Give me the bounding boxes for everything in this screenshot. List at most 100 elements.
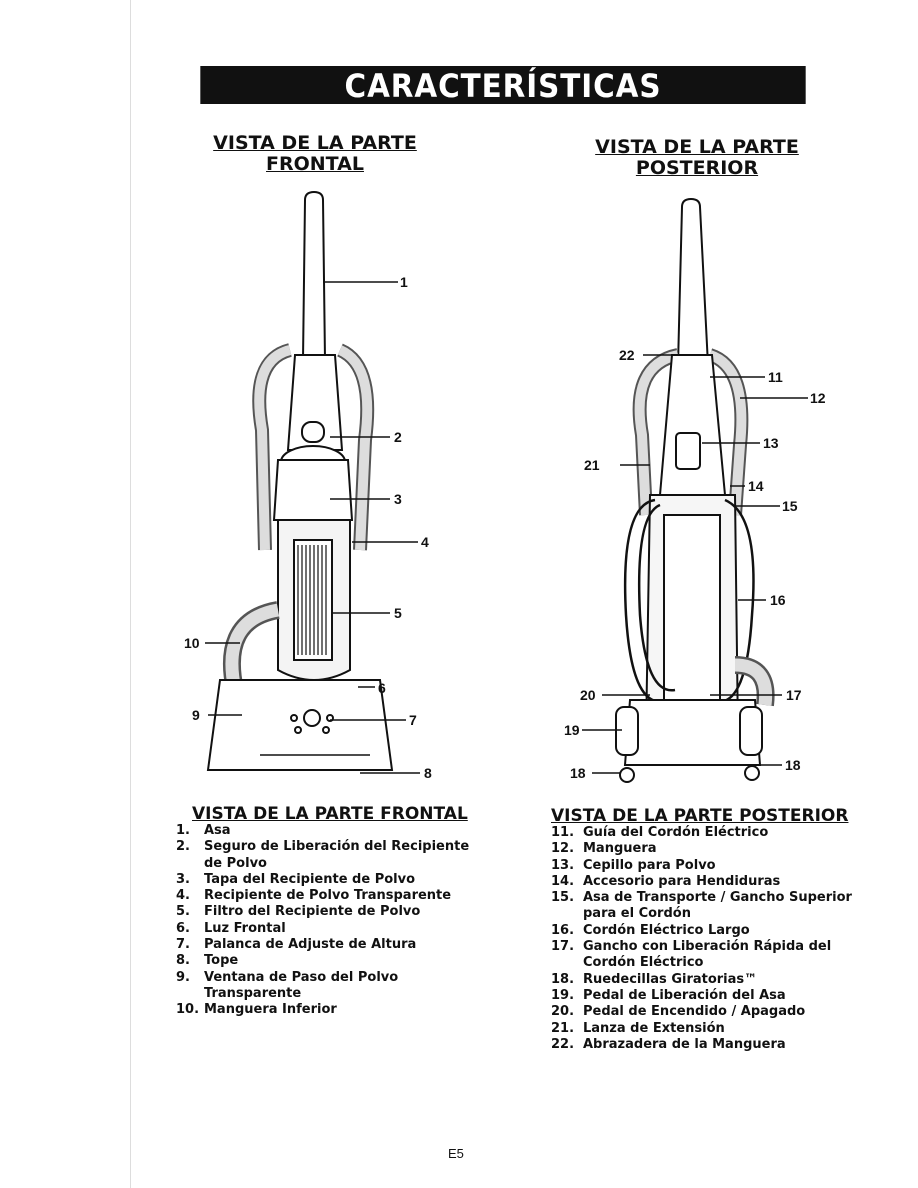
list-item: 1. Asa bbox=[176, 823, 476, 839]
item-text: Manguera bbox=[583, 841, 657, 857]
item-number: 18. bbox=[551, 971, 575, 987]
item-text: Tapa del Recipiente de Polvo bbox=[204, 871, 416, 887]
list-item: 13. Cepillo para Polvo bbox=[551, 858, 871, 874]
list-item: 18. Ruedecillas Giratorias™ bbox=[551, 972, 871, 988]
callout-17: 17 bbox=[786, 687, 802, 703]
item-text: Ruedecillas Giratorias™ bbox=[583, 971, 758, 987]
front-parts-list: 1. Asa 2. Seguro de Liberación del Recipie… bbox=[176, 823, 476, 1019]
item-text: Ventana de Paso del Polvo Transparente bbox=[204, 969, 399, 1001]
item-number: 7. bbox=[176, 937, 190, 953]
callout-1: 1 bbox=[400, 274, 408, 290]
list-item: 11. Guía del Cordón Eléctrico bbox=[551, 825, 871, 841]
item-text: Manguera Inferior bbox=[204, 1002, 337, 1018]
item-number: 16. bbox=[551, 922, 575, 938]
item-text: Luz Frontal bbox=[204, 920, 286, 936]
callout-4: 4 bbox=[421, 534, 429, 550]
item-number: 1. bbox=[176, 823, 190, 838]
front-heading-line1: VISTA DE LA PARTE bbox=[213, 132, 417, 154]
rear-parts-list: 11. Guía del Cordón Eléctrico 12. Manguera… bbox=[551, 825, 871, 1053]
item-text: Gancho con Liberación Rápida del Cordón … bbox=[583, 939, 832, 971]
callout-22: 22 bbox=[619, 347, 635, 363]
page-title-banner: CARACTERÍSTICAS bbox=[200, 66, 806, 105]
front-heading-line2: FRONTAL bbox=[266, 153, 364, 175]
item-text: Lanza de Extensión bbox=[583, 1020, 725, 1036]
front-view-diagram: 1 2 3 4 5 6 7 8 9 10 bbox=[184, 190, 432, 781]
list-item: 21. Lanza de Extensión bbox=[551, 1021, 871, 1037]
item-number: 3. bbox=[176, 871, 190, 887]
list-item: 4. Recipiente de Polvo Transparente bbox=[176, 888, 476, 904]
item-text: Cepillo para Polvo bbox=[583, 857, 716, 873]
item-number: 12. bbox=[551, 841, 575, 857]
list-item: 15.Asa de Transporte / Gancho Superior p… bbox=[551, 890, 871, 923]
callout-21: 21 bbox=[584, 457, 600, 473]
callout-11: 11 bbox=[768, 369, 783, 385]
callout-19: 19 bbox=[564, 722, 580, 738]
item-text: Pedal de Encendido / Apagado bbox=[583, 1004, 806, 1020]
list-item: 14.Accesorio para Hendiduras bbox=[551, 874, 871, 890]
front-view-heading: VISTA DE LA PARTE FRONTAL bbox=[200, 133, 430, 175]
item-number: 10. bbox=[176, 1002, 200, 1018]
callout-5: 5 bbox=[394, 605, 402, 621]
callout-18-left: 18 bbox=[570, 765, 586, 781]
item-number: 11. bbox=[551, 825, 575, 840]
item-text: Palanca de Adjuste de Altura bbox=[204, 937, 417, 953]
rear-view-diagram: 22 11 12 13 21 14 15 16 17 20 19 18 18 bbox=[564, 197, 826, 783]
list-item: 20. Pedal de Encendido / Apagado bbox=[551, 1004, 871, 1020]
list-item: 19. Pedal de Liberación del Asa bbox=[551, 988, 871, 1004]
item-number: 20. bbox=[551, 1004, 575, 1020]
list-item: 6. Luz Frontal bbox=[176, 921, 476, 937]
page-margin-line bbox=[130, 0, 131, 1188]
item-text: Filtro del Recipiente de Polvo bbox=[204, 904, 421, 920]
item-text: Abrazadera de la Manguera bbox=[583, 1036, 786, 1052]
list-item: 5. Filtro del Recipiente de Polvo bbox=[176, 904, 476, 920]
list-item: 7. Palanca de Adjuste de Altura bbox=[176, 937, 476, 953]
item-text: Pedal de Liberación del Asa bbox=[583, 987, 786, 1003]
item-number: 2. bbox=[176, 839, 190, 855]
item-text: Asa bbox=[204, 823, 231, 838]
callout-6: 6 bbox=[378, 680, 386, 696]
callout-7: 7 bbox=[409, 712, 417, 728]
callout-9: 9 bbox=[192, 707, 200, 723]
list-item: 8. Tope bbox=[176, 953, 476, 969]
rear-heading-line1: VISTA DE LA PARTE bbox=[595, 136, 799, 158]
rear-heading-line2: POSTERIOR bbox=[635, 157, 759, 179]
item-number: 8. bbox=[176, 953, 190, 969]
callout-16: 16 bbox=[770, 592, 786, 608]
item-text: Cordón Eléctrico Largo bbox=[583, 922, 750, 938]
item-number: 14. bbox=[551, 873, 575, 889]
callout-3: 3 bbox=[394, 491, 402, 507]
item-number: 5. bbox=[176, 904, 190, 920]
item-text: Asa de Transporte / Gancho Superior para… bbox=[583, 890, 852, 922]
list-item: 10.Manguera Inferior bbox=[176, 1002, 476, 1018]
callout-8: 8 bbox=[424, 765, 432, 781]
item-number: 21. bbox=[551, 1020, 575, 1036]
list-item: 3. Tapa del Recipiente de Polvo bbox=[176, 872, 476, 888]
item-number: 17. bbox=[551, 939, 575, 955]
callout-15: 15 bbox=[782, 498, 798, 514]
item-text: Guía del Cordón Eléctrico bbox=[583, 825, 769, 840]
callout-18-right: 18 bbox=[785, 757, 801, 773]
callout-2: 2 bbox=[394, 429, 402, 445]
list-item: 17. Gancho con Liberación Rápida del Cord… bbox=[551, 939, 871, 972]
item-text: Seguro de Liberación del Recipiente de P… bbox=[204, 839, 470, 871]
callout-20: 20 bbox=[580, 687, 596, 703]
rear-view-heading: VISTA DE LA PARTE POSTERIOR bbox=[582, 137, 812, 179]
page-number: E5 bbox=[448, 1146, 464, 1161]
item-number: 19. bbox=[551, 987, 575, 1003]
item-number: 4. bbox=[176, 888, 190, 904]
front-list-title: VISTA DE LA PARTE FRONTAL bbox=[192, 804, 468, 824]
list-item: 16. Cordón Eléctrico Largo bbox=[551, 923, 871, 939]
item-number: 22. bbox=[551, 1036, 575, 1052]
item-number: 9. bbox=[176, 969, 190, 985]
callout-14: 14 bbox=[748, 478, 764, 494]
callout-12: 12 bbox=[810, 390, 826, 406]
list-item: 22. Abrazadera de la Manguera bbox=[551, 1037, 871, 1053]
item-number: 6. bbox=[176, 920, 190, 936]
rear-list-title: VISTA DE LA PARTE POSTERIOR bbox=[551, 806, 849, 826]
item-number: 13. bbox=[551, 857, 575, 873]
list-item: 9. Ventana de Paso del Polvo Transparente bbox=[176, 970, 476, 1003]
list-item: 12. Manguera bbox=[551, 841, 871, 857]
item-text: Recipiente de Polvo Transparente bbox=[204, 888, 452, 904]
item-text: Tope bbox=[204, 953, 239, 969]
callout-10: 10 bbox=[184, 635, 200, 651]
